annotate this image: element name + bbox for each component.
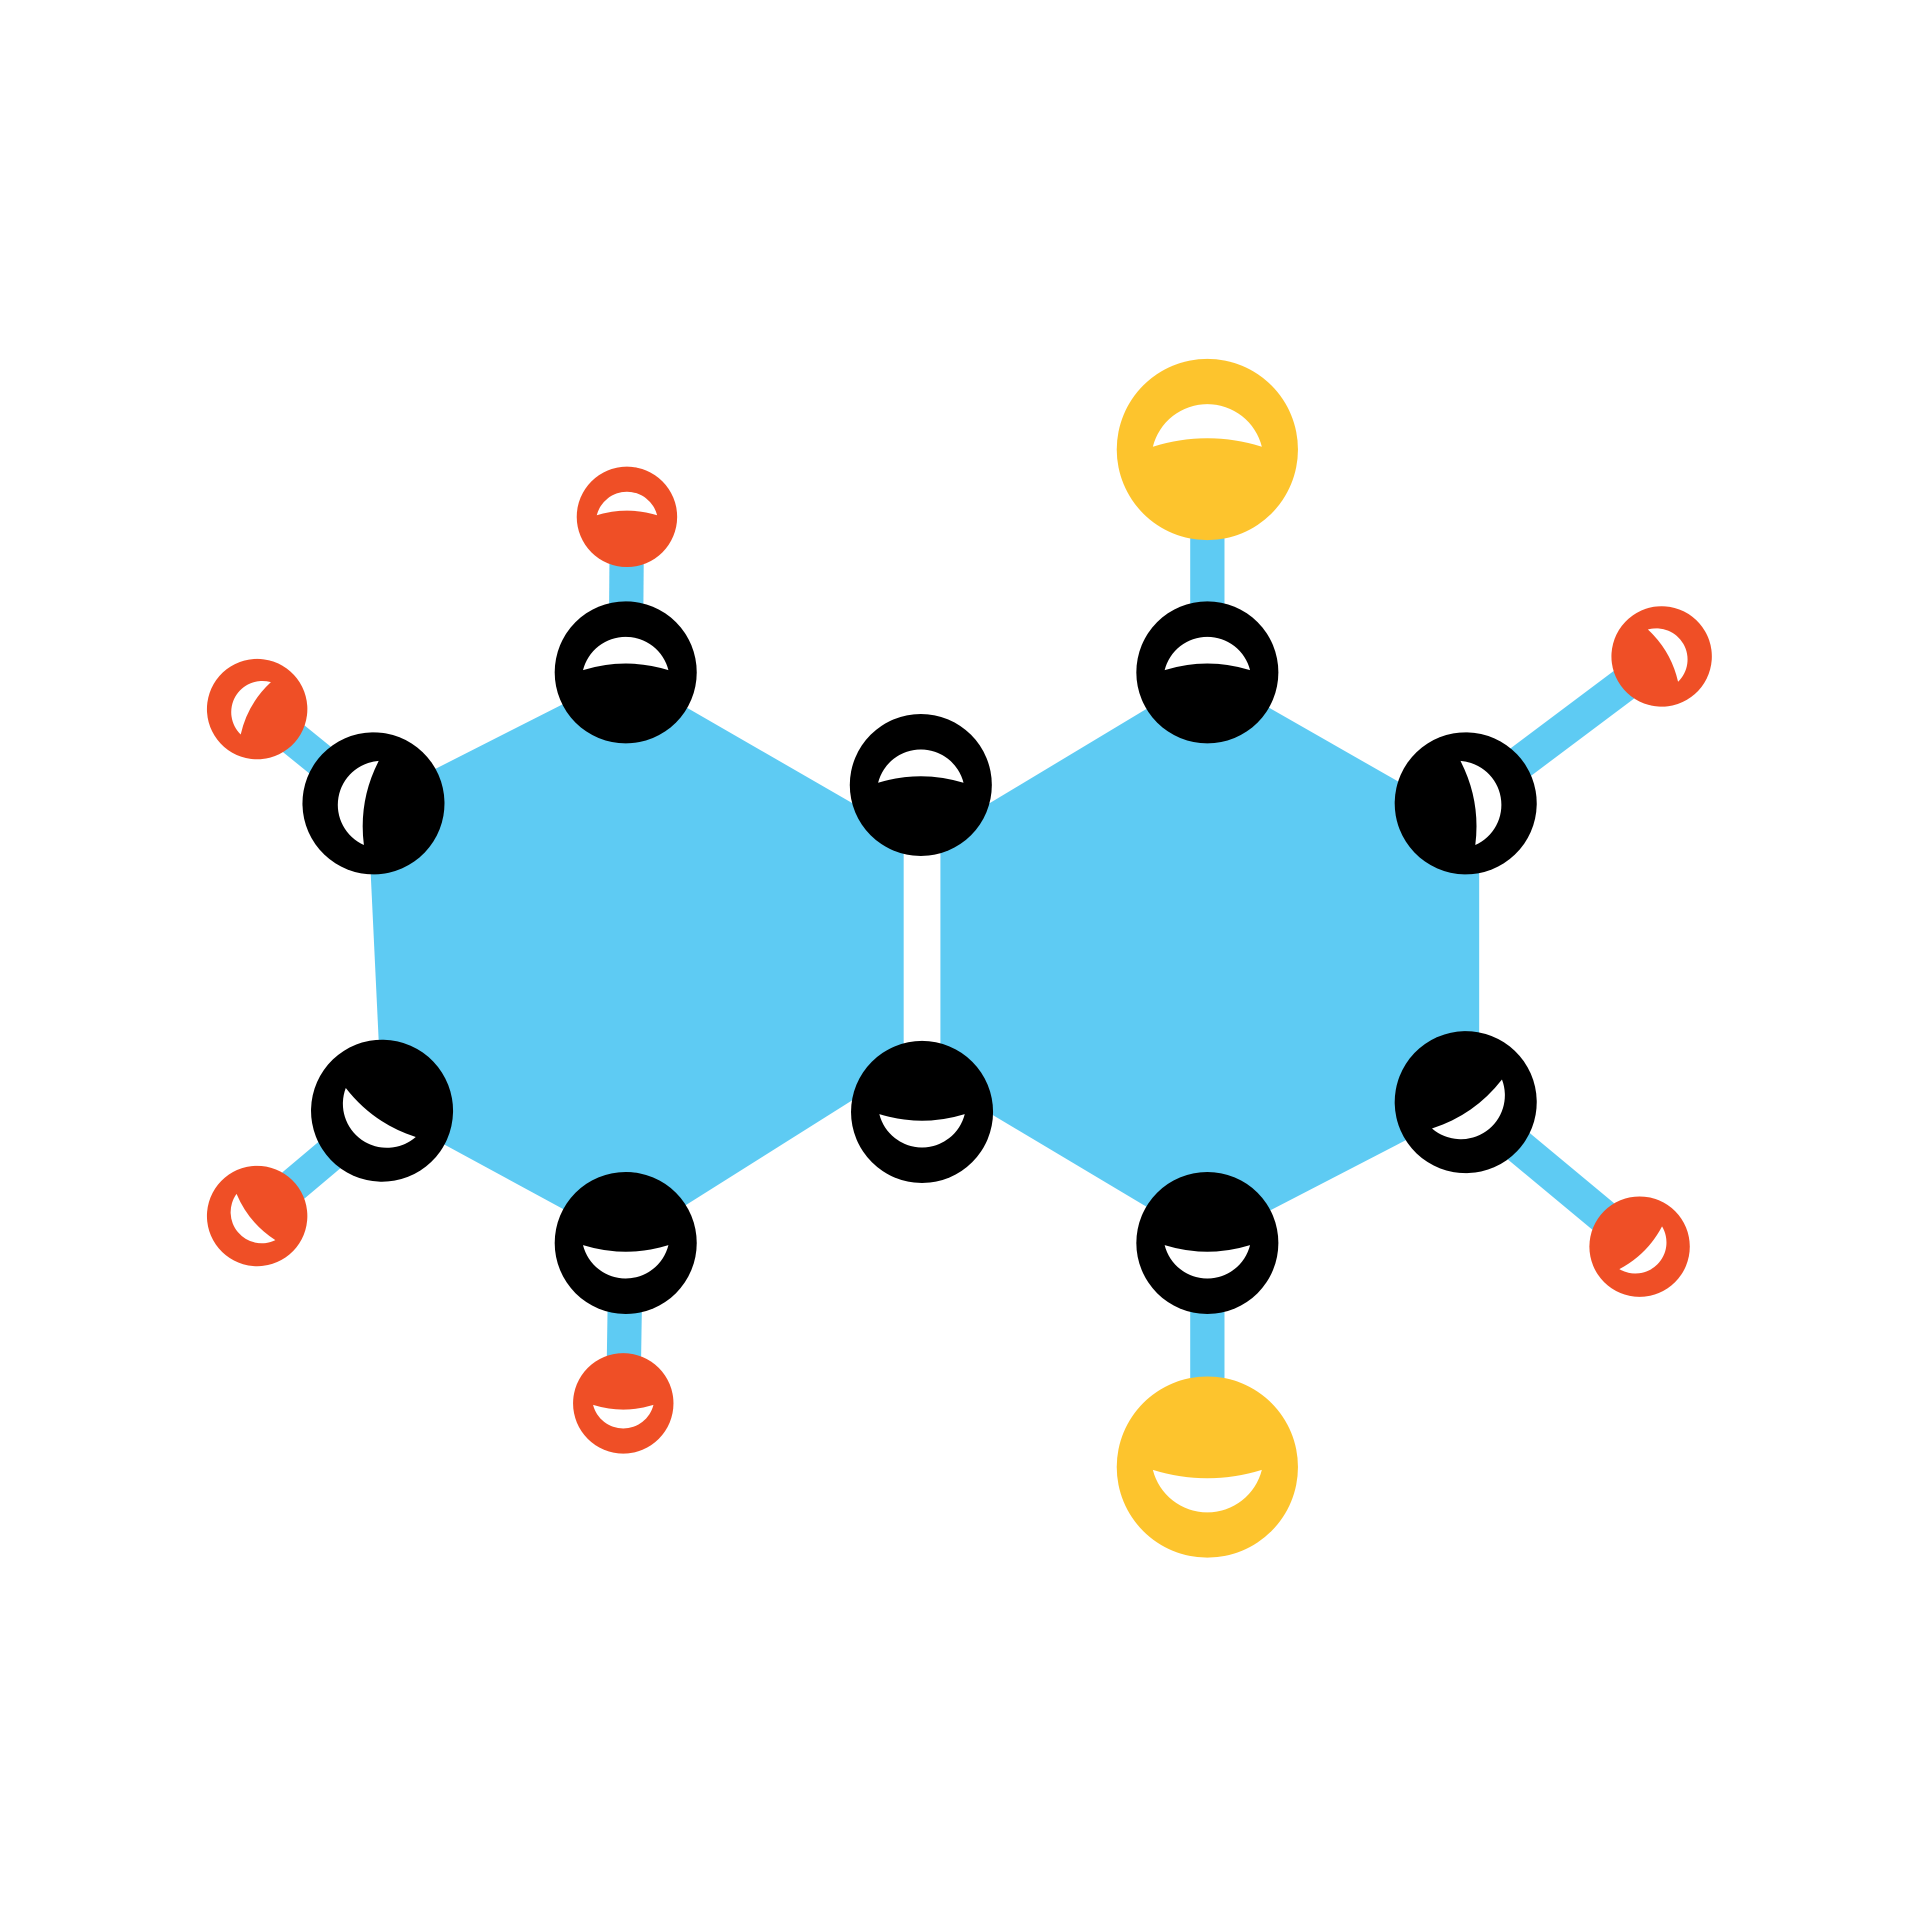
- hydrogen-atom-icon: [206, 658, 308, 760]
- carbon-atom-icon: [1394, 732, 1537, 875]
- carbon-atom-icon: [554, 601, 697, 744]
- hydrogen-atom-icon: [1589, 1196, 1690, 1297]
- carbon-atom-icon: [851, 1040, 994, 1183]
- hydrogen-atom-icon: [1611, 606, 1712, 707]
- hydrogen-atom-icon: [573, 1353, 674, 1454]
- carbon-atom-icon: [302, 732, 445, 875]
- carbon-atom-icon: [554, 1171, 697, 1314]
- carbon-atom-icon: [1394, 1031, 1537, 1174]
- hydrogen-atom-icon: [576, 466, 678, 568]
- rings: [367, 672, 1480, 1243]
- left-ring: [367, 672, 904, 1243]
- carbon-atom-icon: [1136, 1171, 1279, 1314]
- right-ring: [940, 672, 1480, 1243]
- carbon-atom-icon: [1136, 601, 1279, 744]
- oxygen-atom-icon: [1116, 1376, 1298, 1558]
- carbon-atom-icon: [849, 713, 992, 857]
- oxygen-atom-icon: [1116, 358, 1298, 541]
- atoms: [206, 358, 1712, 1558]
- hydrogen-atom-icon: [206, 1165, 308, 1267]
- carbon-atom-icon: [311, 1039, 454, 1182]
